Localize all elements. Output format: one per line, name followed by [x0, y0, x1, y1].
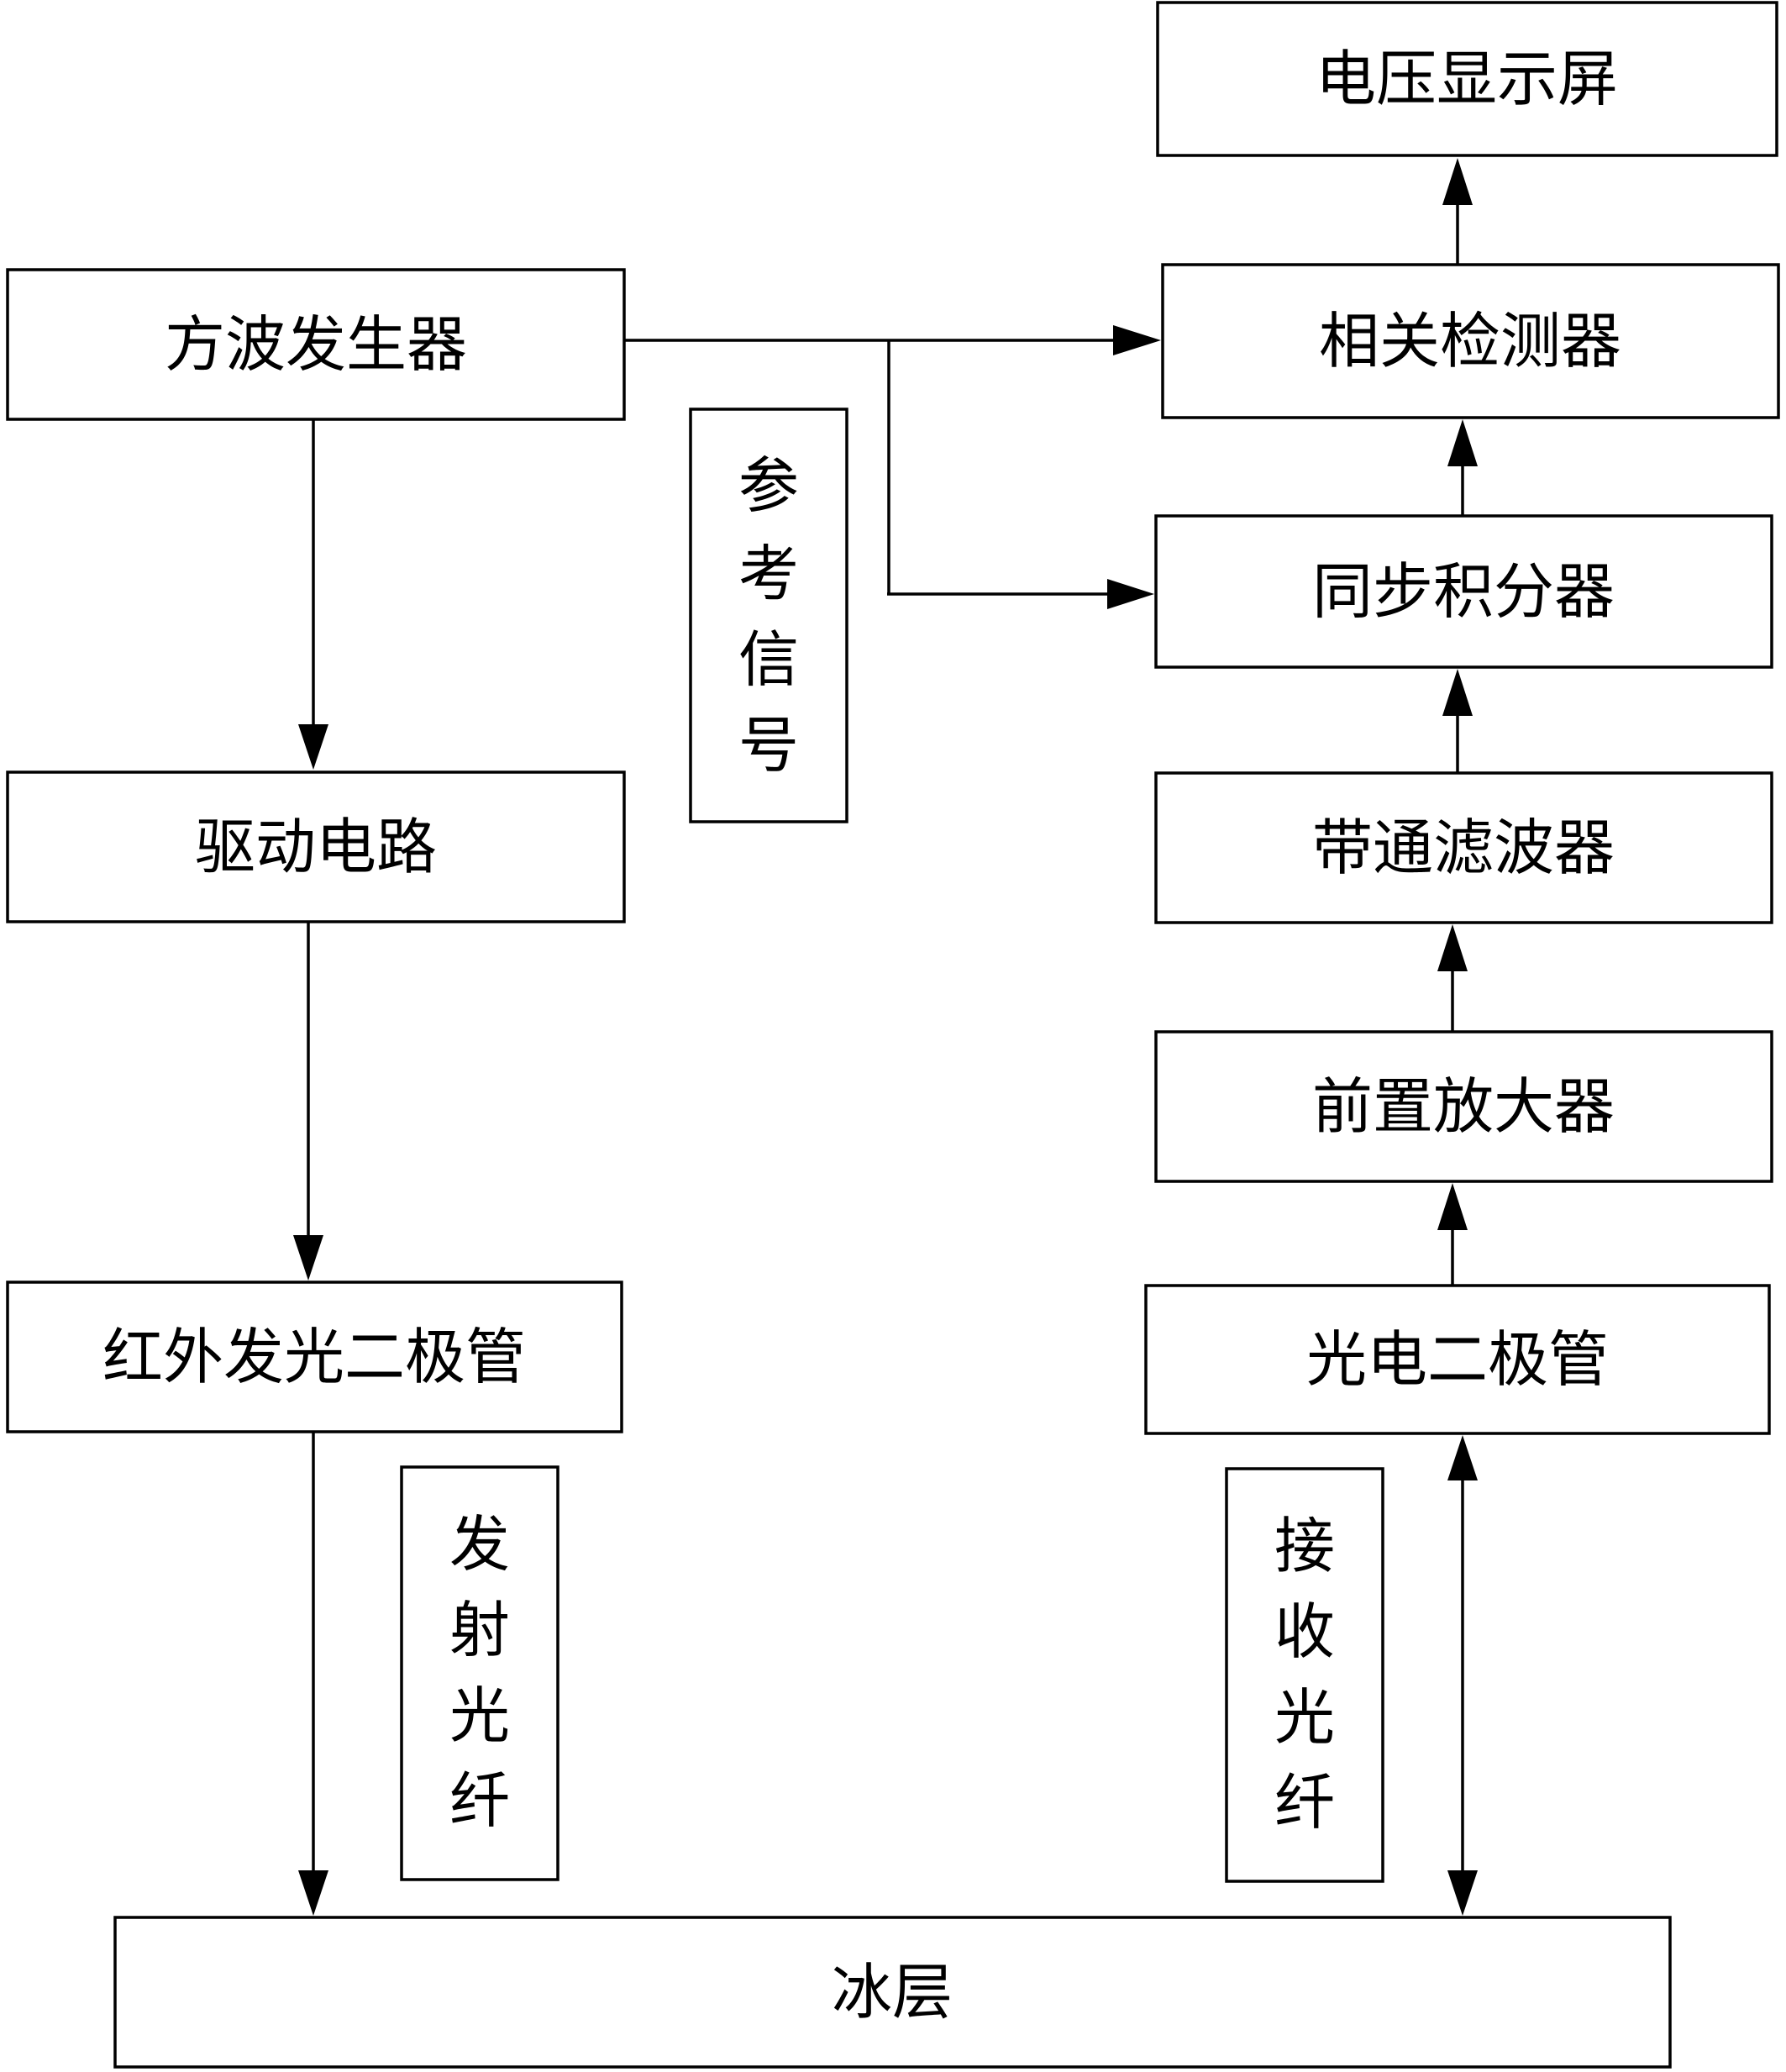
ir-led-block: 红外发光二极管 — [6, 1281, 623, 1433]
reference-signal-char: 考 — [738, 539, 799, 609]
square-wave-generator-label: 方波发生器 — [165, 309, 467, 380]
drive-circuit-label: 驱动电路 — [195, 812, 437, 882]
transmit-fiber-char: 光 — [449, 1680, 510, 1751]
transmit-fiber-char: 纤 — [449, 1765, 510, 1836]
transmit-fiber-char: 射 — [449, 1595, 510, 1665]
receive-fiber-label-box: 接 收 光 纤 — [1225, 1467, 1384, 1883]
reference-signal-char: 参 — [738, 450, 799, 521]
arrow-integrator-to-correlator — [1447, 419, 1478, 516]
preamplifier-label: 前置放大器 — [1312, 1071, 1615, 1142]
correlation-detector-label: 相关检测器 — [1319, 306, 1621, 376]
sync-integrator-block: 同步积分器 — [1154, 514, 1773, 669]
sync-integrator-label: 同步积分器 — [1312, 556, 1615, 627]
bandpass-filter-block: 带通滤波器 — [1154, 771, 1773, 924]
arrow-irled-to-ice — [298, 1432, 328, 1916]
receive-fiber-char: 纤 — [1274, 1767, 1335, 1838]
receive-fiber-char: 接 — [1274, 1511, 1335, 1581]
arrow-filter-to-integrator — [1442, 669, 1473, 773]
arrow-generator-to-correlator — [624, 325, 1161, 355]
receive-fiber-char: 收 — [1274, 1596, 1335, 1667]
arrow-reference-to-integrator — [887, 340, 1154, 609]
reference-signal-char: 号 — [738, 710, 799, 781]
ice-layer-block: 冰层 — [113, 1916, 1672, 2069]
arrow-ice-photodiode — [1447, 1435, 1478, 1916]
correlation-detector-block: 相关检测器 — [1161, 263, 1780, 419]
ir-led-label: 红外发光二极管 — [102, 1322, 526, 1392]
arrow-correlator-to-display — [1442, 158, 1473, 265]
arrow-generator-to-drive — [298, 419, 328, 770]
photodiode-label: 光电二极管 — [1306, 1324, 1609, 1395]
arrow-preamp-to-filter — [1437, 924, 1468, 1032]
preamplifier-block: 前置放大器 — [1154, 1030, 1773, 1183]
arrow-photodiode-to-preamp — [1437, 1183, 1468, 1286]
reference-signal-char: 信 — [738, 624, 799, 695]
receive-fiber-char: 光 — [1274, 1682, 1335, 1753]
arrow-drive-to-irled — [293, 922, 323, 1281]
photodiode-block: 光电二极管 — [1144, 1284, 1771, 1435]
bandpass-filter-label: 带通滤波器 — [1312, 812, 1615, 883]
ice-layer-label: 冰层 — [832, 1957, 953, 2027]
square-wave-generator-block: 方波发生器 — [6, 268, 626, 421]
voltage-display-block: 电压显示屏 — [1156, 1, 1778, 157]
drive-circuit-block: 驱动电路 — [6, 770, 626, 923]
transmit-fiber-label-box: 发 射 光 纤 — [400, 1465, 559, 1881]
transmit-fiber-char: 发 — [449, 1509, 510, 1580]
reference-signal-label-box: 参 考 信 号 — [689, 408, 848, 823]
voltage-display-label: 电压显示屏 — [1316, 44, 1618, 114]
